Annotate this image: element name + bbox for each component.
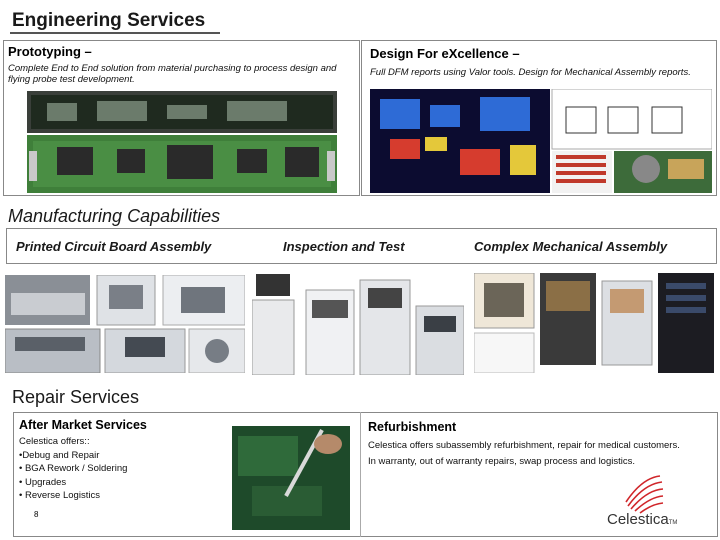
prototyping-panel: Prototyping – Complete End to End soluti… (3, 40, 360, 196)
page-number: 8 (34, 510, 39, 519)
repair-panel (13, 412, 718, 537)
after-market-line: • Upgrades (19, 476, 67, 488)
capability-pcb-assembly: Printed Circuit Board Assembly (16, 239, 212, 254)
refurbishment-heading: Refurbishment (368, 420, 457, 434)
repair-divider (360, 412, 361, 537)
refurbishment-line-2: In warranty, out of warranty repairs, sw… (368, 456, 635, 467)
after-market-heading: After Market Services (19, 418, 147, 432)
prototyping-heading: Prototyping – (8, 44, 92, 59)
dfx-text: Full DFM reports using Valor tools. Desi… (370, 67, 691, 78)
after-market-line: • Reverse Logistics (19, 490, 100, 501)
repair-title: Repair Services (12, 387, 140, 407)
after-market-line: Celestica offers:: (19, 436, 90, 447)
prototyping-text: Complete End to End solution from materi… (8, 63, 337, 85)
refurbishment-line-1: Celestica offers subassembly refurbishme… (368, 440, 680, 451)
inspection-test-equipment-image (252, 270, 464, 375)
celestica-logo-icon (622, 472, 664, 514)
after-market-list: Celestica offers:: •Debug and Repair • B… (19, 435, 127, 503)
brand-trademark: TM (668, 520, 678, 526)
manufacturing-title: Manufacturing Capabilities (8, 206, 221, 226)
repair-soldering-image (232, 426, 350, 530)
capability-inspection-test: Inspection and Test (283, 239, 405, 254)
after-market-line: • BGA Rework / Soldering (19, 463, 128, 474)
title-underline (10, 32, 220, 34)
after-market-line: •Debug and Repair (19, 449, 100, 461)
capability-labels-bar (6, 228, 717, 264)
brand-name: Celestica (607, 511, 669, 528)
dfx-panel: Design For eXcellence – Full DFM reports… (361, 40, 717, 196)
pcb-assembly-equipment-image (5, 275, 245, 373)
engineering-title: Engineering Services (12, 10, 206, 31)
capability-mechanical-assembly: Complex Mechanical Assembly (474, 239, 668, 254)
dfm-report-collage (370, 89, 712, 193)
mechanical-assembly-equipment-image (474, 273, 714, 373)
pcb-board-image (27, 91, 337, 193)
dfx-heading: Design For eXcellence – (370, 46, 520, 61)
brand-wordmark: CelesticaTM (607, 511, 677, 528)
